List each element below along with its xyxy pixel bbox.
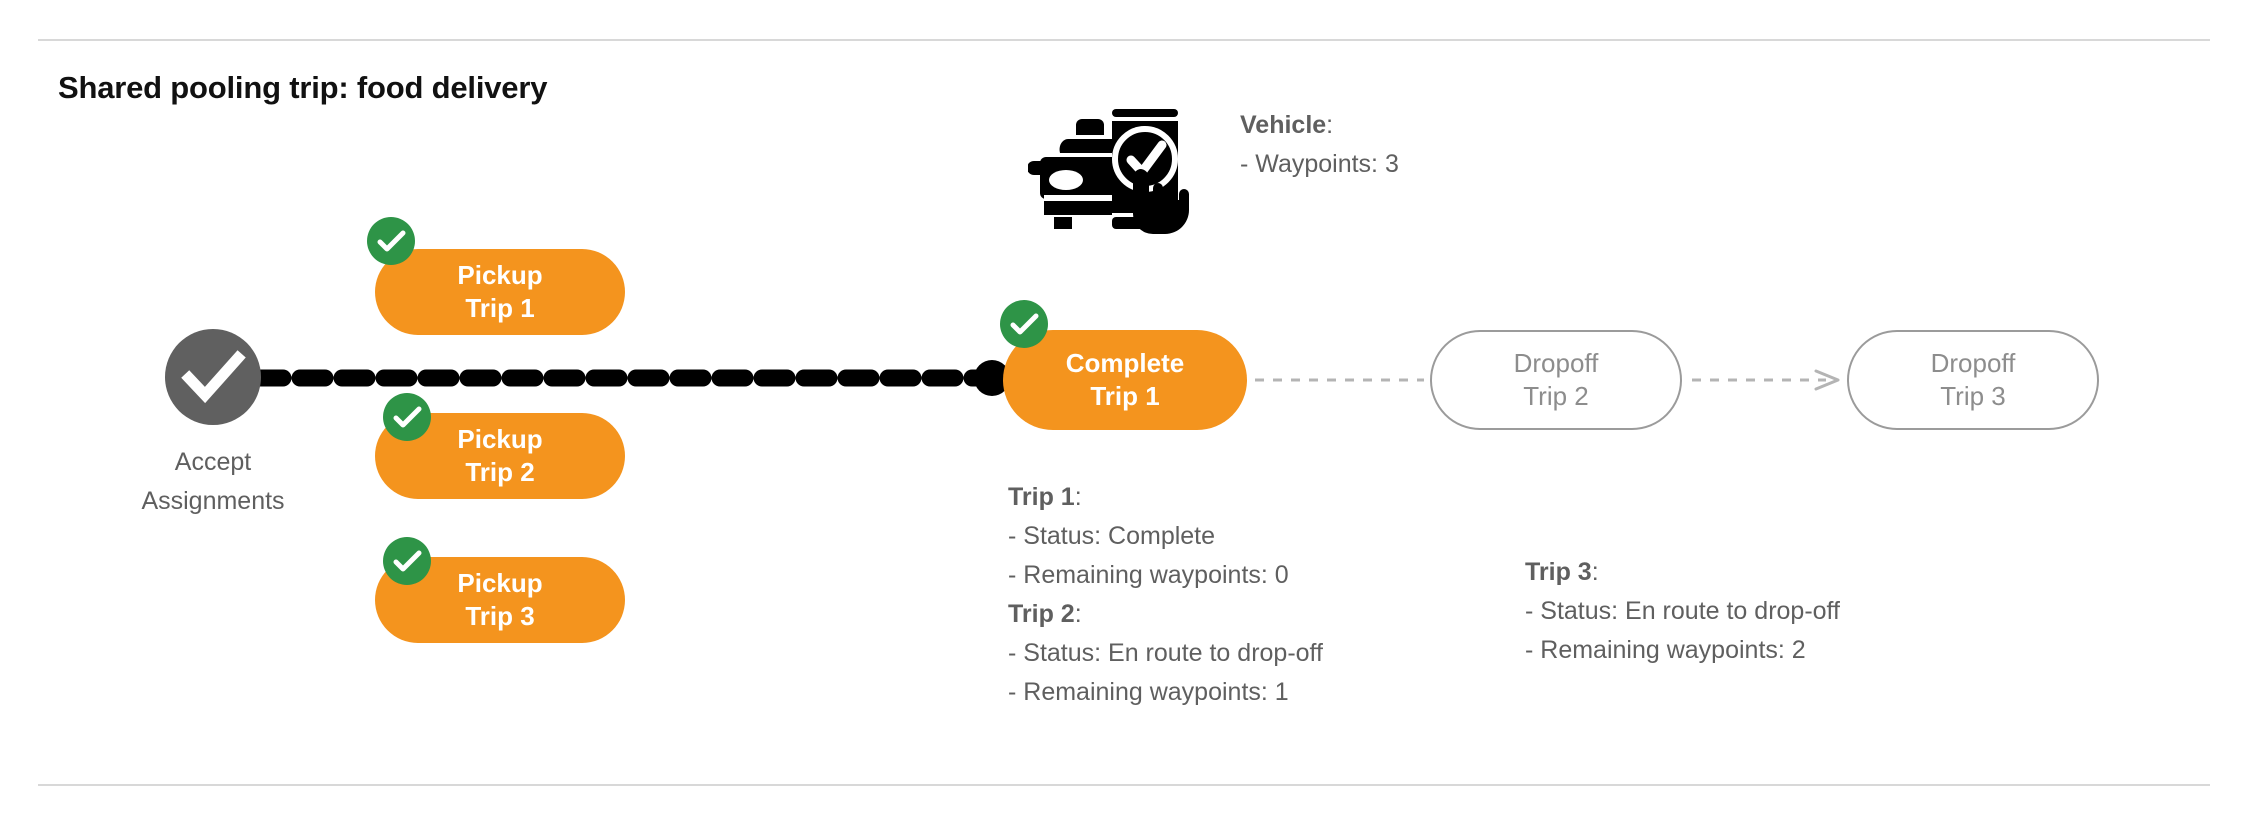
pickup-trip-1-node[interactable]: Pickup Trip 1 <box>375 249 625 335</box>
trip-3-waypoints-line: - Remaining waypoints: 2 <box>1525 636 1806 664</box>
car-phone-check-icon <box>1027 83 1190 235</box>
dropoff-arrowhead-icon <box>1814 369 1840 391</box>
trip-1-heading: Trip 1 <box>1008 483 1075 511</box>
trip-1-status-line: - Status: Complete <box>1008 522 1216 550</box>
accept-node-circle <box>165 329 261 425</box>
pickup-trip-3-line-1: Pickup <box>457 568 543 598</box>
trip-3-heading-row: Trip 3: <box>1525 553 1840 592</box>
check-icon <box>181 350 246 404</box>
pickup-trip-1-check-badge-icon <box>367 217 415 265</box>
trip-1-heading-colon: : <box>1074 483 1082 511</box>
trip-1-heading-row: Trip 1: <box>1008 478 1323 517</box>
trip-3-heading: Trip 3 <box>1525 558 1592 586</box>
dropoff-trip-3-node[interactable]: Dropoff Trip 3 <box>1847 330 2099 430</box>
dropoff-trip-2-line-2: Trip 2 <box>1523 381 1589 411</box>
pickup-trip-3-line-2: Trip 3 <box>465 601 535 631</box>
trip-1-waypoints-line: - Remaining waypoints: 0 <box>1008 561 1289 589</box>
pickup-trip-3-check-badge-icon <box>383 537 431 585</box>
dropoff-trip-2-node[interactable]: Dropoff Trip 2 <box>1430 330 1682 430</box>
vehicle-heading: Vehicle <box>1240 111 1327 139</box>
trip-2-status-line: - Status: En route to drop-off <box>1008 639 1323 667</box>
complete-trip-1-line-1: Complete <box>1065 348 1185 378</box>
divider-bottom <box>38 784 2210 786</box>
dropoff-trip-3-line-1: Dropoff <box>1930 348 2016 378</box>
pickup-trip-1-line-2: Trip 1 <box>465 293 535 323</box>
trip-2-waypoints-line: - Remaining waypoints: 1 <box>1008 678 1289 706</box>
dropoff-trip-2-line-1: Dropoff <box>1513 348 1599 378</box>
vehicle-caption: Vehicle: - Waypoints: 3 <box>1240 106 1399 184</box>
vehicle-heading-row: Vehicle: <box>1240 106 1399 145</box>
vehicle-waypoints-line: - Waypoints: 3 <box>1240 150 1399 178</box>
dropoff-trip-3-line-2: Trip 3 <box>1940 381 2006 411</box>
trip-details-left-group: Trip 1: - Status: Complete - Remaining w… <box>1008 478 1323 712</box>
page-title: Shared pooling trip: food delivery <box>58 70 548 105</box>
pickup-trip-2-line-1: Pickup <box>457 424 543 454</box>
complete-trip-1-node[interactable]: Complete Trip 1 <box>1003 330 1247 430</box>
complete-trip-1-line-2: Trip 1 <box>1090 381 1160 411</box>
vehicle-heading-colon: : <box>1326 111 1334 139</box>
accept-label-line-1: Accept <box>174 448 252 476</box>
trip-2-heading-row: Trip 2: <box>1008 595 1323 634</box>
trip-details-right-group: Trip 3: - Status: En route to drop-off -… <box>1525 553 1840 670</box>
trip-2-heading: Trip 2 <box>1008 600 1075 628</box>
complete-trip-1-check-badge-icon <box>1000 300 1048 348</box>
trip-3-status-line: - Status: En route to drop-off <box>1525 597 1840 625</box>
pickup-trip-2-line-2: Trip 2 <box>465 457 535 487</box>
accept-assignments-node[interactable] <box>165 329 261 425</box>
trip-3-heading-colon: : <box>1591 558 1599 586</box>
trip-2-heading-colon: : <box>1074 600 1082 628</box>
accept-assignments-label: Accept Assignments <box>63 443 363 521</box>
pickup-trip-1-line-1: Pickup <box>457 260 543 290</box>
accept-label-line-2: Assignments <box>141 487 285 515</box>
pickup-trip-2-check-badge-icon <box>383 393 431 441</box>
divider-top <box>38 39 2210 41</box>
